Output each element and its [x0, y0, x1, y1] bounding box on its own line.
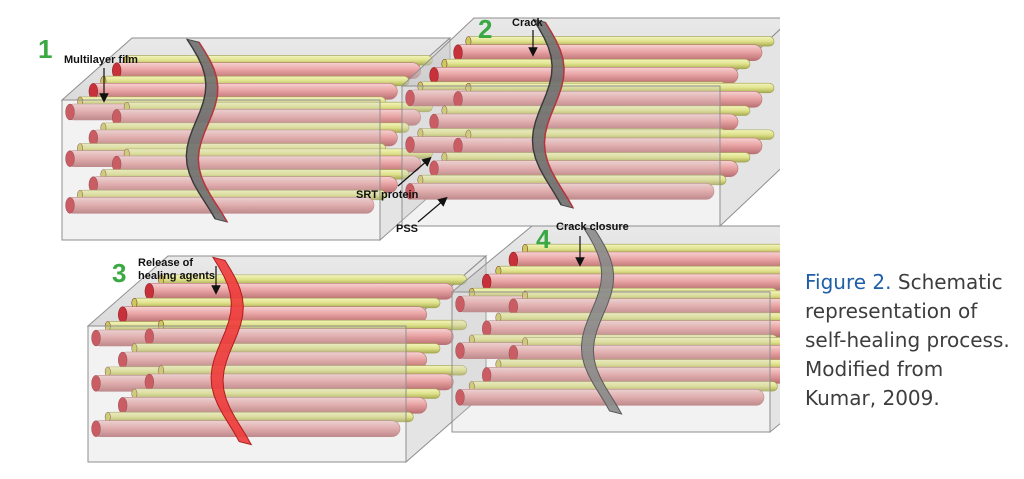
rod-end [454, 45, 463, 61]
label-crack-closure: Crack closure [556, 221, 629, 233]
panel-3-release-of-healing-agents [88, 256, 486, 462]
rod-end [145, 283, 154, 299]
srt-protein-rod [145, 283, 453, 299]
panel-1-number: 1 [38, 34, 52, 64]
panel-3-number: 3 [112, 258, 126, 288]
label-pss: PSS [396, 223, 418, 235]
panel-4-crack-closure [452, 226, 780, 432]
pss-rod [132, 298, 440, 308]
rod-end [430, 67, 439, 83]
caption-label: Figure 2. [805, 270, 892, 294]
rod-end [482, 274, 491, 290]
label-multilayer-film: Multilayer film [64, 54, 138, 66]
srt-protein-rod [454, 45, 762, 61]
rod-end [132, 298, 137, 308]
label-crack: Crack [512, 17, 543, 29]
label-release-of: Release of [138, 257, 193, 269]
label-healing-agents: healing agents [138, 270, 215, 282]
rod-end [118, 307, 127, 323]
figure-caption: Figure 2. Schematic representation of se… [805, 268, 1015, 413]
rod-end [509, 252, 518, 268]
srt-protein-rod [509, 252, 780, 268]
srt-protein-rod [430, 67, 738, 83]
schematic-figure: 1 2 3 4 Multilayer film Crack SRT protei… [0, 0, 780, 479]
panel-1-multilayer-film [62, 38, 450, 240]
panel-4-number: 4 [536, 224, 551, 254]
panel-2-crack [402, 18, 780, 226]
panel-2-number: 2 [478, 14, 492, 44]
srt-protein-rod [483, 274, 780, 290]
label-srt-protein: SRT protein [356, 189, 419, 201]
